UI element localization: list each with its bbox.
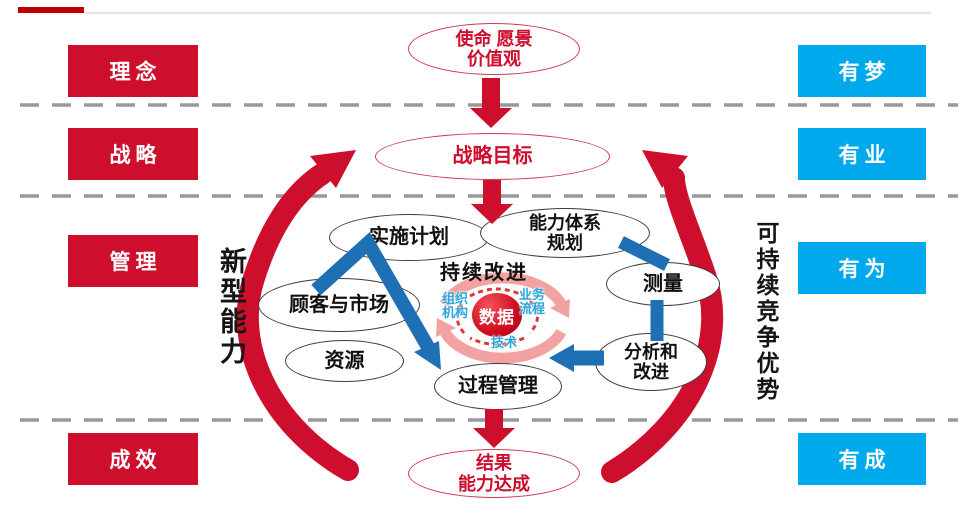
side-text-new-capability: 新型能力 bbox=[216, 247, 246, 367]
node-mission-line1: 使命 愿景 bbox=[455, 28, 533, 49]
hub-label-biz-line2: 流程 bbox=[518, 300, 545, 316]
row-label-strategy-text: 战略 bbox=[109, 144, 162, 167]
row-label-results-text: 成效 bbox=[109, 449, 162, 472]
row-tag-business: 有业 bbox=[798, 128, 926, 180]
row-label-management-text: 管理 bbox=[109, 251, 162, 274]
node-analysis-line2: 改进 bbox=[633, 362, 669, 382]
row-label-management: 管理 bbox=[68, 235, 198, 287]
node-implementation-plan: 实施计划 bbox=[329, 214, 489, 261]
row-tag-success: 有成 bbox=[798, 433, 926, 485]
arrow-customers-to-process-head bbox=[414, 341, 441, 370]
node-process-management: 过程管理 bbox=[434, 363, 562, 410]
hub-label-biz-line1: 业务 bbox=[518, 287, 545, 302]
row-tag-achievement: 有为 bbox=[798, 242, 926, 294]
row-tag-dream-text: 有梦 bbox=[838, 61, 891, 84]
arrow-analysis-to-process-head bbox=[549, 344, 574, 372]
hub-data-text: 数据 bbox=[479, 307, 515, 327]
side-text-sustainable-advantage: 可持续竞争优势 bbox=[753, 221, 779, 403]
node-result-line1: 结果 bbox=[476, 453, 512, 474]
node-resources: 资源 bbox=[285, 340, 404, 382]
hub-label-business-process: 业务 流程 bbox=[515, 288, 549, 315]
row-tag-achievement-text: 有为 bbox=[838, 258, 891, 281]
hub-label-organization: 组织 机构 bbox=[439, 292, 471, 319]
node-implementation-plan-text: 实施计划 bbox=[369, 226, 449, 249]
node-capability-line2: 规划 bbox=[547, 233, 583, 253]
node-customers-market: 顾客与市场 bbox=[258, 278, 420, 332]
hub-label-org-line2: 机构 bbox=[441, 304, 468, 320]
row-label-strategy: 战略 bbox=[68, 128, 198, 180]
hub-label-technology: 技术 bbox=[486, 336, 522, 350]
node-result-line2: 能力达成 bbox=[458, 473, 530, 494]
node-strategic-goal-text: 战略目标 bbox=[452, 145, 533, 168]
row-tag-business-text: 有业 bbox=[838, 144, 891, 167]
row-tag-success-text: 有成 bbox=[838, 449, 891, 472]
hub-title-continuous-improvement: 持续改进 bbox=[440, 262, 528, 284]
arrow-process-to-result bbox=[473, 409, 515, 448]
node-analysis-line1: 分析和 bbox=[624, 341, 678, 362]
node-mission-vision-values: 使命 愿景 价值观 bbox=[408, 23, 580, 75]
right-curved-arrow bbox=[601, 150, 724, 483]
node-resources-text: 资源 bbox=[324, 349, 365, 372]
row-label-concept: 理念 bbox=[68, 45, 198, 97]
node-capability-system-planning: 能力体系 规划 bbox=[480, 208, 650, 258]
row-label-concept-text: 理念 bbox=[109, 61, 162, 84]
node-strategic-goal: 战略目标 bbox=[375, 133, 610, 180]
node-analysis-improvement: 分析和 改进 bbox=[595, 333, 707, 391]
top-divider-line bbox=[85, 12, 931, 14]
hub-label-tech-text: 技术 bbox=[490, 335, 517, 350]
node-customers-market-text: 顾客与市场 bbox=[289, 293, 389, 316]
row-label-results: 成效 bbox=[68, 433, 198, 485]
node-mission-line2: 价值观 bbox=[467, 49, 521, 69]
row-tag-dream: 有梦 bbox=[798, 45, 926, 97]
hub-label-org-line1: 组织 bbox=[441, 291, 468, 306]
node-process-management-text: 过程管理 bbox=[458, 375, 538, 398]
node-measurement-text: 测量 bbox=[643, 272, 683, 295]
node-measurement: 测量 bbox=[606, 262, 720, 306]
top-accent-bar bbox=[18, 7, 84, 13]
node-capability-line1: 能力体系 bbox=[529, 212, 601, 233]
node-result-capability-achieved: 结果 能力达成 bbox=[408, 449, 580, 498]
arrow-mission-to-strategy bbox=[470, 78, 512, 128]
